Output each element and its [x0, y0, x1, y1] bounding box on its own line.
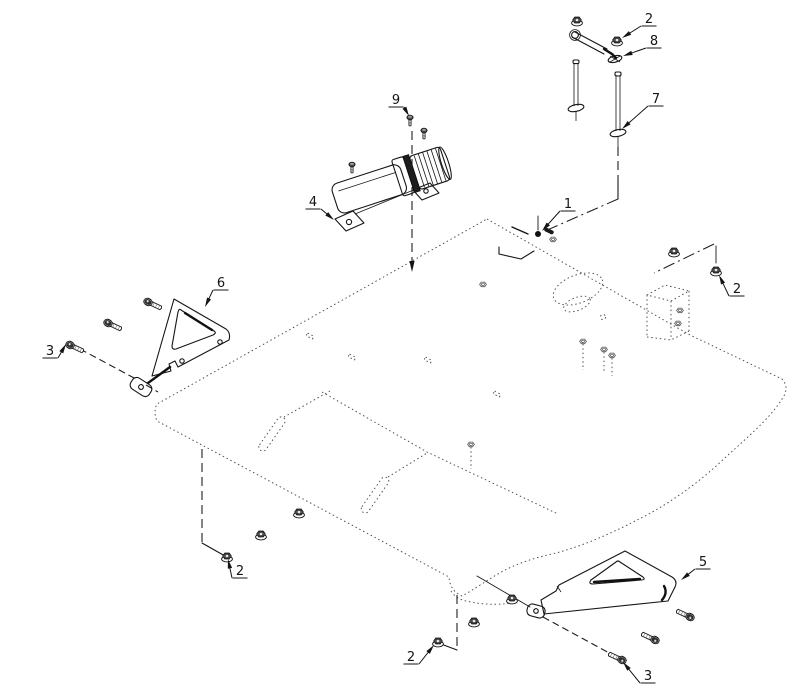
link-bar — [571, 31, 608, 55]
nut-icon — [221, 552, 233, 563]
callout-2: 2 — [403, 645, 434, 665]
callout-5: 5 — [681, 555, 711, 580]
callout-arrow — [402, 106, 409, 116]
callout-arrow — [205, 297, 212, 307]
deck-nut-icon — [608, 352, 616, 359]
nut-icon — [432, 637, 444, 648]
nut-icon — [668, 247, 680, 258]
callout-number: 2 — [236, 564, 244, 579]
callout-number: 8 — [650, 34, 658, 49]
deck-nut-icon — [479, 281, 487, 288]
actuator-assembly — [331, 146, 452, 232]
callout-8: 8 — [623, 34, 662, 56]
deck-hole — [552, 272, 604, 306]
rod-long — [609, 71, 627, 147]
callouts-layer: 1 2 8 7 9 4 6 3 2 2 2 3 5 — [42, 12, 745, 684]
bolt-icon — [101, 317, 124, 334]
screw-icon — [406, 114, 414, 127]
deck-phantom-outline — [154, 218, 787, 605]
rod-linkage-assembly — [567, 29, 627, 147]
actuator-foot-left — [334, 210, 365, 232]
deck-nut-icon — [674, 320, 682, 327]
deck-right-box — [646, 284, 690, 341]
screw-icon — [348, 161, 356, 174]
callout-number: 2 — [645, 12, 653, 27]
callout-number: 1 — [564, 197, 572, 212]
callout-number: 6 — [217, 276, 225, 291]
callout-3: 3 — [623, 662, 656, 684]
callout-2: 2 — [227, 559, 248, 579]
screw-icon — [420, 127, 428, 140]
callout-arrow — [59, 344, 66, 354]
deck-interior-line — [321, 391, 559, 515]
deck-nut-icon — [676, 307, 684, 314]
bolt-icon — [639, 629, 662, 646]
callout-9: 9 — [388, 93, 409, 116]
fasteners-layer — [63, 16, 722, 666]
assembly-arrow — [409, 261, 415, 272]
callout-arrow — [719, 275, 726, 285]
callout-2: 2 — [622, 12, 657, 38]
deck-hardware-layer — [467, 236, 684, 469]
callout-6: 6 — [205, 276, 229, 307]
callout-4: 4 — [305, 195, 334, 220]
bolt-icon — [674, 606, 697, 623]
callout-arrow — [622, 121, 631, 129]
callout-number: 2 — [733, 282, 741, 297]
callout-1: 1 — [542, 197, 576, 231]
deck-nut-icon — [579, 338, 587, 345]
actuator-foot-right — [412, 182, 440, 201]
rod-short — [567, 59, 585, 121]
nut-icon — [293, 508, 305, 519]
callout-7: 7 — [622, 92, 664, 129]
callout-arrow — [622, 31, 632, 38]
callout-number: 4 — [309, 195, 317, 210]
assembly-lines — [79, 131, 717, 655]
nut-icon — [571, 16, 583, 27]
callout-arrow — [542, 222, 550, 231]
deck-nut-icon — [467, 441, 475, 448]
callout-number: 3 — [46, 344, 54, 359]
callout-number: 3 — [644, 669, 652, 684]
actuator-cap — [409, 146, 451, 190]
deck-nut-icon — [600, 346, 608, 353]
bolt-icon — [606, 649, 629, 666]
deck-front-skirt — [450, 590, 518, 605]
callout-2: 2 — [719, 275, 745, 297]
mount-detail — [498, 226, 554, 260]
callout-arrow — [681, 572, 690, 580]
callout-number: 2 — [407, 650, 415, 665]
callout-number: 9 — [392, 93, 400, 108]
nut-icon — [710, 266, 722, 277]
callout-number: 7 — [652, 92, 660, 107]
callout-arrow — [227, 559, 233, 569]
actuator-body — [331, 146, 452, 214]
callout-arrow — [325, 212, 334, 220]
deck-baffle — [258, 416, 286, 452]
nut-icon — [506, 594, 518, 605]
deck-nut-icon — [549, 236, 557, 243]
swivel-pad — [607, 54, 623, 64]
mount-bolt — [535, 231, 541, 237]
bolt-icon — [141, 296, 164, 313]
callout-arrow — [623, 662, 631, 671]
callout-3: 3 — [42, 344, 66, 359]
nut-icon — [611, 36, 623, 47]
callout-arrow — [426, 645, 434, 654]
bracket-left — [129, 298, 231, 398]
nut-icon — [255, 530, 267, 541]
deck-baffle — [360, 476, 390, 514]
bracket-right — [526, 550, 677, 619]
bolt-icon — [63, 339, 86, 356]
callout-number: 5 — [699, 555, 707, 570]
nut-icon — [468, 617, 480, 628]
callout-arrow — [623, 50, 633, 56]
